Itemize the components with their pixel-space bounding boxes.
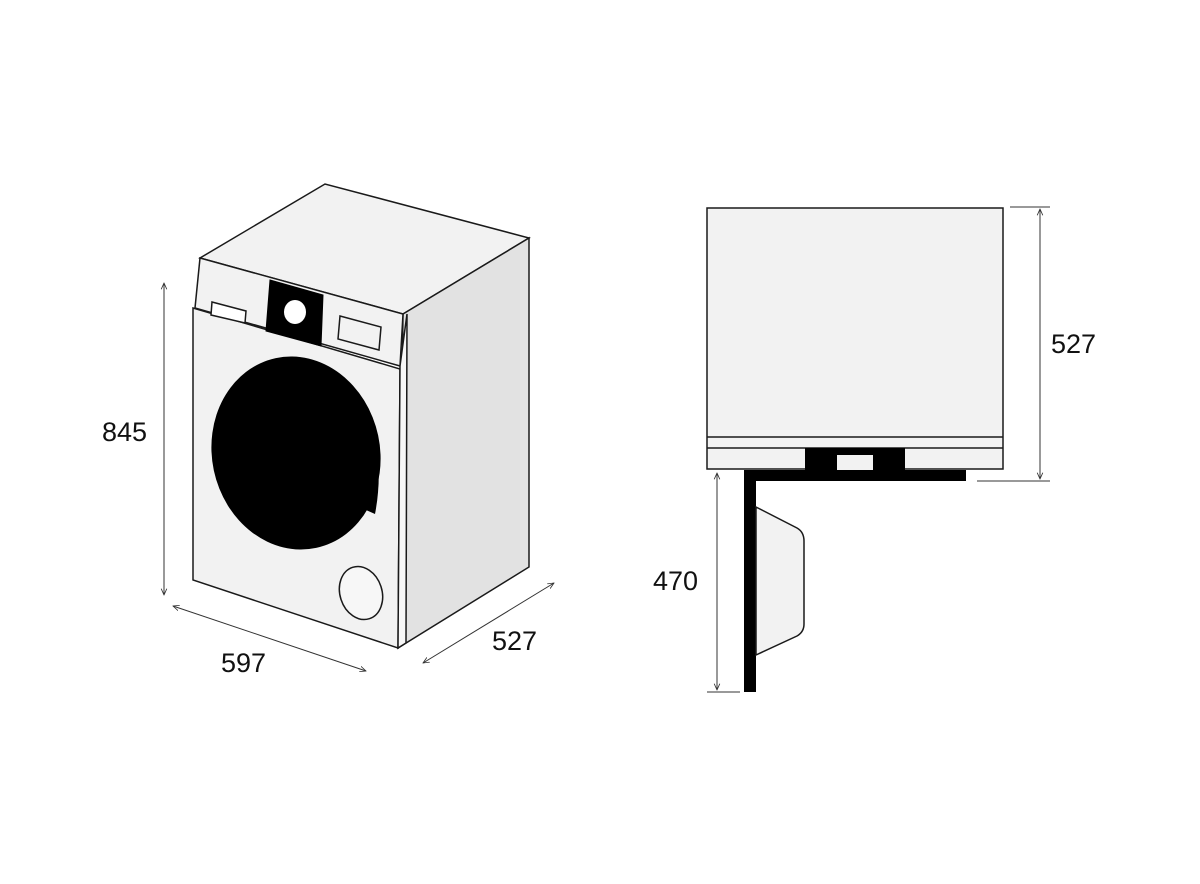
mounting-rail xyxy=(744,470,966,481)
side-view: 527 470 xyxy=(653,206,1096,693)
machine-isometric: 845 597 527 xyxy=(102,183,554,678)
basin xyxy=(755,505,805,657)
depth-dimension-line xyxy=(423,583,554,663)
display-window xyxy=(337,315,382,351)
detergent-drawer xyxy=(210,301,247,324)
program-knob-icon xyxy=(284,300,306,324)
width-dimension-line xyxy=(173,606,366,671)
wall-post xyxy=(744,470,756,692)
clearance-label: 470 xyxy=(653,566,698,596)
depth-label: 527 xyxy=(492,626,537,656)
width-label: 597 xyxy=(221,648,266,678)
bracket-slot xyxy=(837,455,873,472)
height-label: 845 xyxy=(102,417,147,447)
front-edge-strip xyxy=(397,313,408,650)
door-handle xyxy=(366,436,379,514)
door-porthole xyxy=(211,356,381,550)
side-depth-label: 527 xyxy=(1051,329,1096,359)
side-view-body xyxy=(706,207,1004,470)
